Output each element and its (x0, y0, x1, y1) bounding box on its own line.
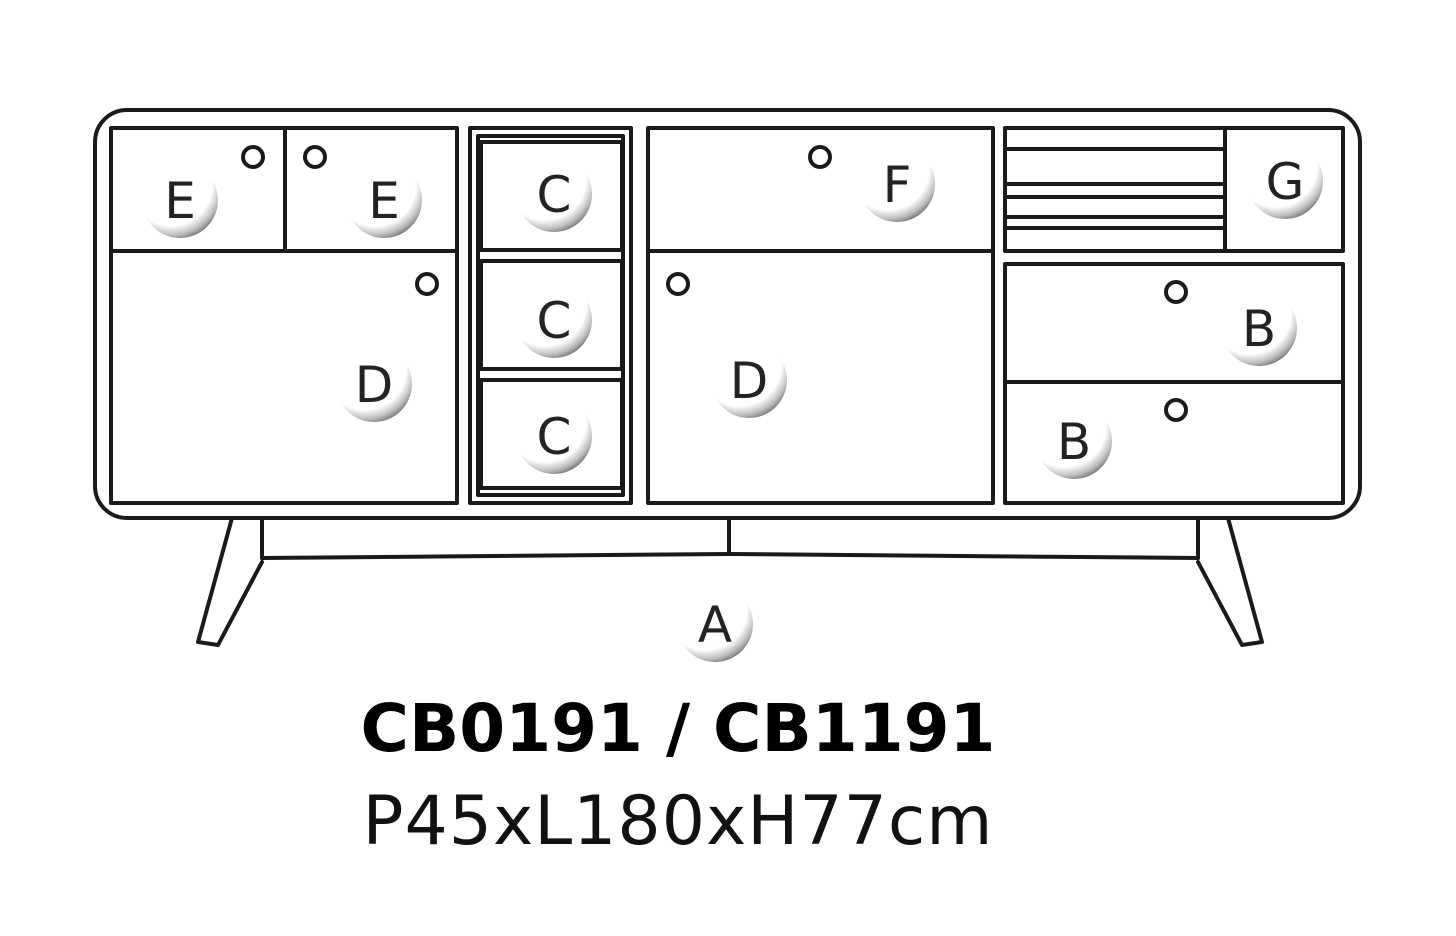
drawer-c-top (479, 140, 624, 252)
product-codes: CB0191 / CB1191 (360, 690, 996, 767)
part-label-c: C (537, 166, 572, 224)
badge-d-2: D (711, 342, 787, 418)
leg-left (196, 516, 264, 647)
badge-b-2: B (1036, 403, 1112, 479)
center-section-frame (646, 126, 995, 505)
badge-b-1: B (1221, 290, 1297, 366)
drawer-column-outer (468, 126, 633, 505)
part-label-b: B (1242, 300, 1276, 358)
badge-c-1: C (516, 156, 592, 232)
knob-d-center (666, 272, 690, 296)
part-label-c: C (537, 292, 572, 350)
badge-a: A (677, 586, 753, 662)
right-top-frame (1003, 126, 1345, 253)
knob-b-bottom (1164, 398, 1188, 422)
knob-e-right (303, 145, 327, 169)
part-label-d: D (355, 356, 394, 414)
part-label-c: C (537, 408, 572, 466)
sideboard-diagram: E E D C C C F D (93, 108, 1362, 662)
knob-d-left (415, 272, 439, 296)
part-label-b: B (1057, 413, 1091, 471)
knob-e-left (241, 145, 265, 169)
badge-e-1: E (142, 162, 218, 238)
badge-c-2: C (516, 282, 592, 358)
part-label-e: E (164, 172, 196, 230)
drawer-c-middle (479, 259, 624, 371)
part-label-g: G (1266, 153, 1305, 211)
knob-b-top (1164, 280, 1188, 304)
badge-c-3: C (516, 398, 592, 474)
badge-g: G (1247, 143, 1323, 219)
part-label-a: A (698, 596, 732, 654)
base-frame (260, 516, 1200, 560)
badge-e-2: E (346, 162, 422, 238)
leg-right (1196, 516, 1264, 647)
drawer-c-bottom (479, 378, 624, 490)
badge-f: F (859, 146, 935, 222)
part-labels: E E D C C C F D (142, 143, 1323, 662)
badge-d-1: D (336, 346, 412, 422)
part-label-f: F (883, 156, 912, 214)
drawer-b-bottom (1003, 380, 1345, 505)
product-dimensions: P45xL180xH77cm (362, 782, 994, 861)
part-label-d: D (730, 352, 769, 410)
part-label-e: E (368, 172, 400, 230)
knob-f (808, 145, 832, 169)
